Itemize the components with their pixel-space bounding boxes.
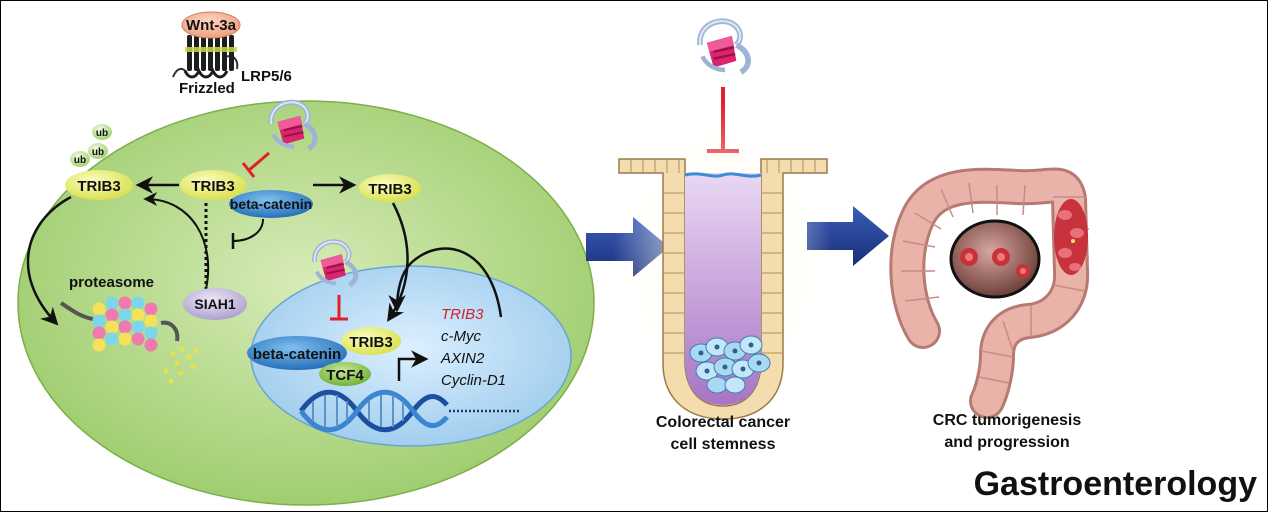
colon-crypt <box>613 101 833 421</box>
svg-text:ub: ub <box>92 147 104 158</box>
siah1 <box>183 288 247 320</box>
tcf4-label: TCF4 <box>326 367 364 384</box>
trib3-cytoplasm-label: TRIB3 <box>191 178 234 195</box>
beta-catenin-inhibits-siah1 <box>232 218 264 242</box>
arrow-to-proteasome <box>26 195 72 326</box>
colon <box>889 167 1090 419</box>
tcf4 <box>319 362 371 386</box>
arrow-siah1-ubiquitination <box>143 192 210 290</box>
trib3-cytoplasm <box>180 170 246 200</box>
crc-caption-line2: and progression <box>944 434 1069 451</box>
trib3-translocating <box>359 174 421 202</box>
stemness-caption-line1: Colorectal cancer <box>656 414 790 431</box>
transcription-arrow <box>397 350 429 381</box>
journal-name: Gastroenterology <box>974 465 1257 503</box>
target-gene-c-myc: c-Myc <box>441 328 481 345</box>
ubiquitin-3 <box>70 151 90 167</box>
target-gene-cyclin-d1: Cyclin-D1 <box>441 372 506 389</box>
arrow-to-tumorigenesis <box>807 206 889 266</box>
ubiquitin-2 <box>88 143 108 159</box>
beta-catenin-nucleus <box>247 336 347 370</box>
frizzled-label: Frizzled <box>179 80 235 97</box>
inhibition-bar-cytoplasm <box>241 151 270 178</box>
inhibition-bar-nucleus <box>330 295 348 321</box>
epithelial-cells <box>630 159 816 354</box>
trib3-ubiquitinated <box>65 170 133 200</box>
proteasome-label: proteasome <box>69 274 154 291</box>
peptide-fragments <box>163 346 199 384</box>
tumor-segment <box>1054 199 1088 275</box>
trib3-feedback-arrow <box>388 247 503 318</box>
proteasome <box>59 296 199 384</box>
stemness-caption-line2: cell stemness <box>671 436 776 453</box>
trib3-nucleus-label: TRIB3 <box>349 334 392 351</box>
wnt3a-label: Wnt-3a <box>186 17 237 34</box>
proteasome-rings <box>92 296 158 352</box>
dna-helix <box>298 389 519 433</box>
trib3-nucleus <box>341 327 401 355</box>
trib3-ubiquitinated-label: TRIB3 <box>77 178 120 195</box>
svg-text:ub: ub <box>96 128 108 139</box>
beta-catenin-cytoplasm <box>229 190 313 218</box>
receptor-complex: Wnt-3a LRP5/6 Frizzled <box>172 11 292 97</box>
wnt3a-ligand <box>181 11 241 39</box>
ubiquitin-1 <box>92 124 112 140</box>
inhibitor-molecule-crypt <box>700 21 748 72</box>
svg-text:ub: ub <box>74 155 86 166</box>
siah1-label: SIAH1 <box>194 296 235 312</box>
ubiquitin-cluster: ub ub ub <box>70 124 112 167</box>
crc-caption-line1: CRC tumorigenesis <box>933 412 1082 429</box>
beta-catenin-cytoplasm-label: beta-catenin <box>230 196 312 212</box>
frizzled-receptor <box>183 35 237 79</box>
trib3-translocating-label: TRIB3 <box>368 181 411 198</box>
beta-catenin-nucleus-label: beta-catenin <box>253 346 341 363</box>
tumor-nodules <box>960 248 1030 278</box>
target-gene-axin2: AXIN2 <box>440 350 485 367</box>
target-gene-trib3: TRIB3 <box>441 306 484 323</box>
lrp56-label: LRP5/6 <box>241 68 292 85</box>
